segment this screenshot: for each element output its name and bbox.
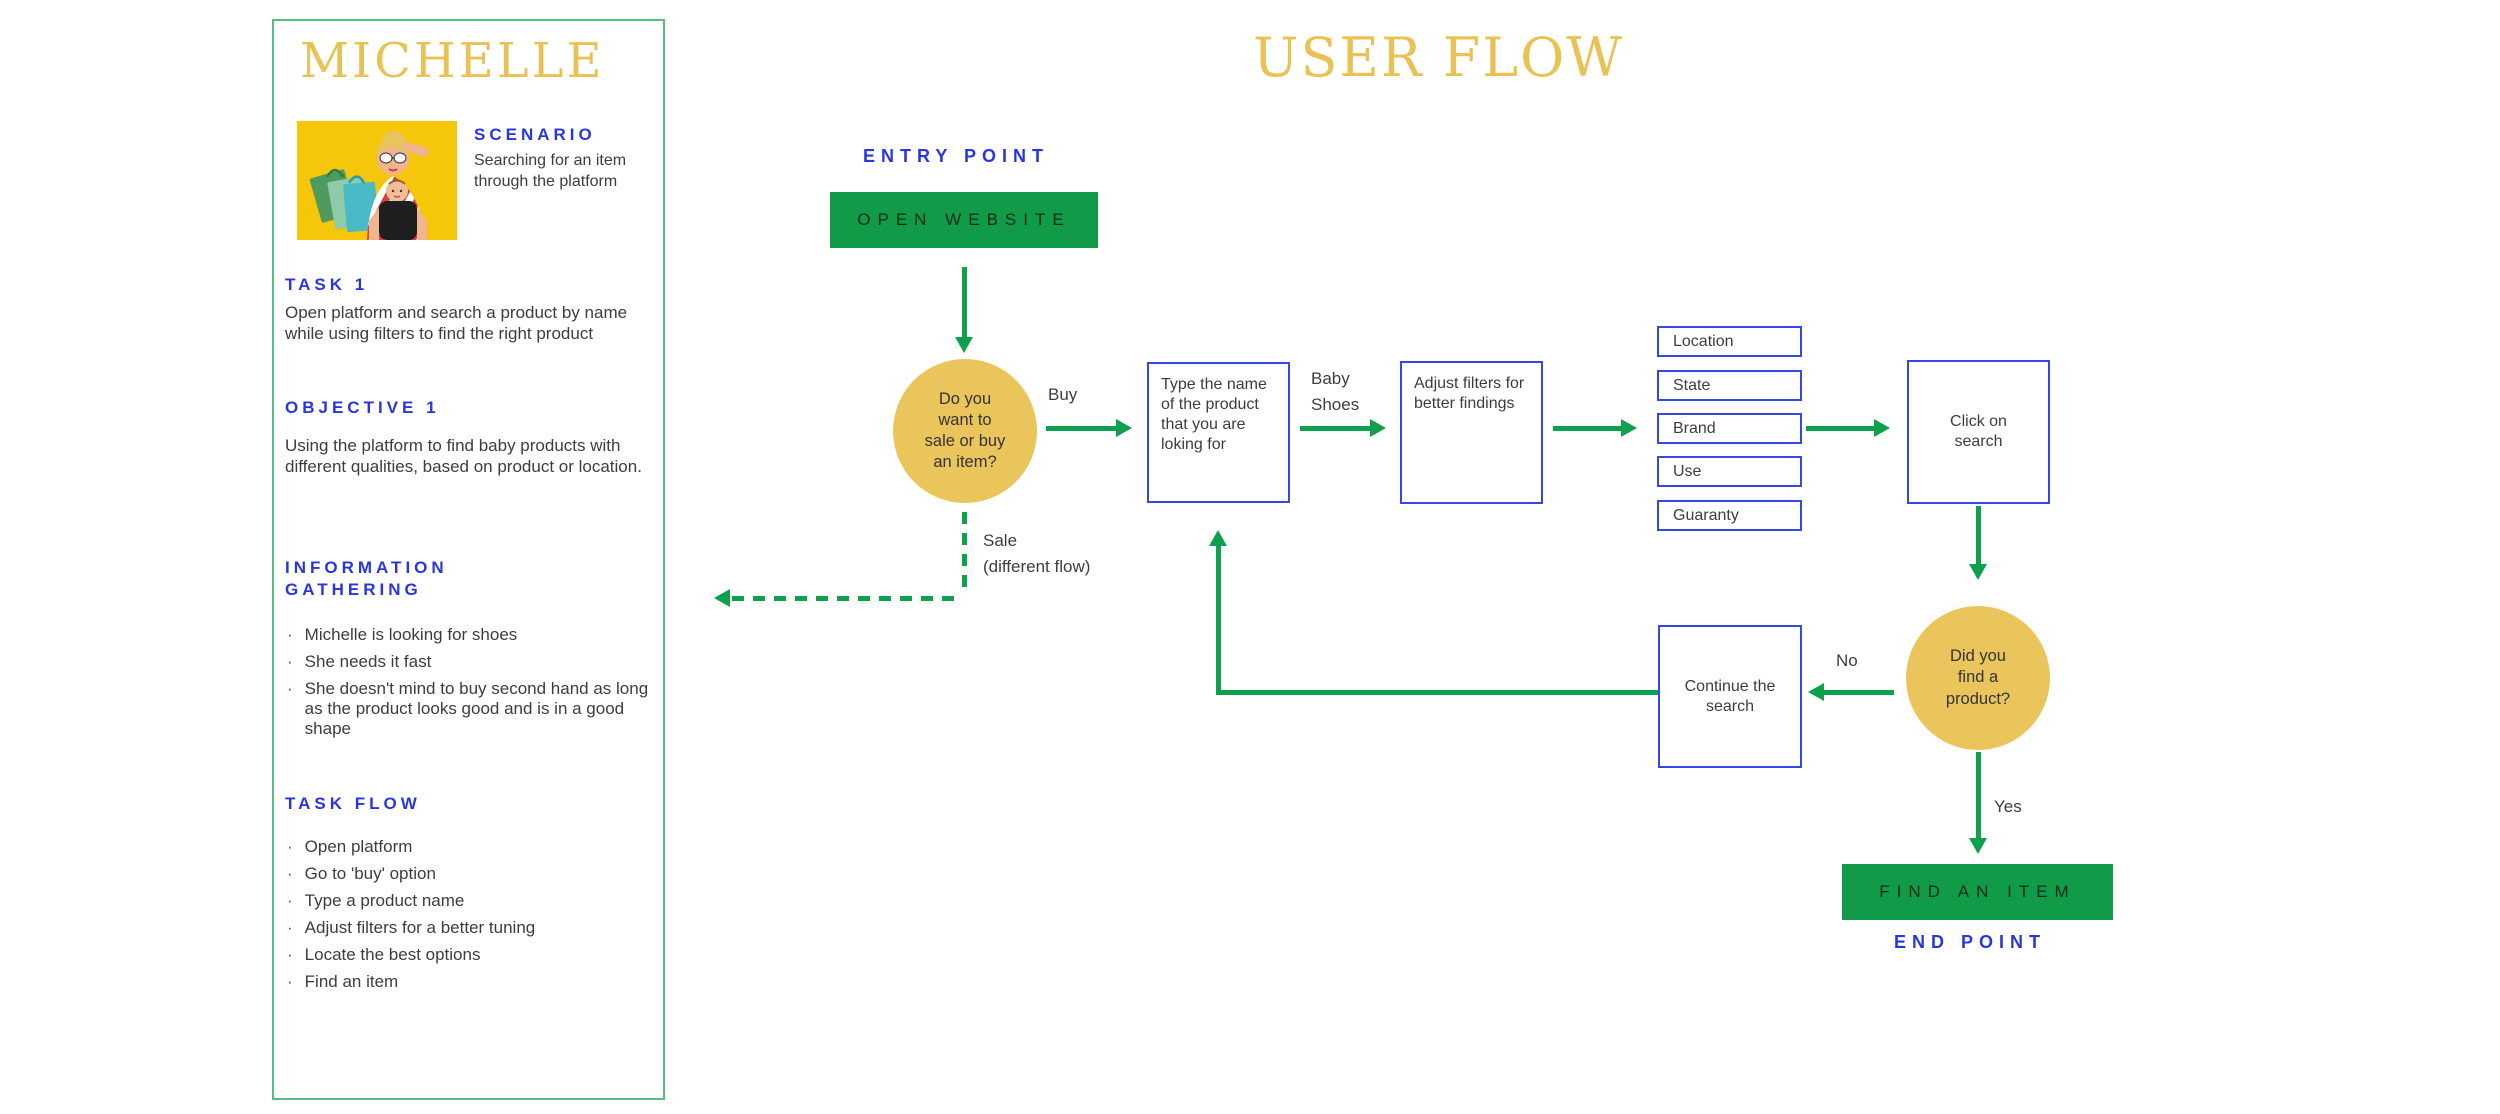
arrowhead-left-icon	[1808, 683, 1824, 701]
bullet-icon: ·	[287, 625, 293, 644]
list-item: · She doesn't mind to buy second hand as …	[285, 679, 661, 739]
arrow-line	[1976, 506, 1981, 564]
sale-edge-label: Sale (different flow)	[983, 531, 1091, 576]
list-item-text: Find an item	[304, 972, 399, 991]
arrowhead-right-icon	[1621, 419, 1637, 437]
shopping-bags-illustration	[309, 168, 379, 233]
objective1-text: Using the platform to find baby products…	[285, 436, 642, 476]
arrowhead-right-icon	[1370, 419, 1386, 437]
flow-title: USER FLOW	[1253, 26, 1624, 89]
list-item: · Michelle is looking for shoes	[285, 625, 661, 645]
click-on-search-box: Click on search	[1907, 360, 2050, 504]
arrow-line	[1216, 546, 1221, 695]
arrow-line	[1046, 426, 1116, 431]
list-item: · Go to 'buy' option	[285, 864, 661, 884]
list-item-text: Adjust filters for a better tuning	[304, 918, 536, 937]
entry-point-label: ENTRY POINT	[863, 146, 1050, 166]
persona-panel: MICHELLE	[272, 19, 665, 1100]
persona-name: MICHELLE	[300, 33, 605, 89]
bullet-icon: ·	[287, 918, 293, 937]
bullet-icon: ·	[287, 679, 293, 698]
click-on-search-text: Click on search	[1950, 413, 2007, 450]
bullet-icon: ·	[287, 837, 293, 856]
persona-photo	[297, 121, 457, 240]
type-product-name-box: Type the name of the product that you ar…	[1147, 362, 1290, 503]
arrow-line	[1806, 426, 1874, 431]
task-flow-list: · Open platform · Go to 'buy' option · Type…	[285, 837, 661, 999]
arrowhead-right-icon	[1116, 419, 1132, 437]
filter-box-state: State	[1657, 370, 1802, 401]
task1-heading: TASK 1	[285, 275, 369, 294]
arrow-line	[962, 267, 967, 337]
scenario-text: Searching for an item through the platfo…	[474, 152, 627, 190]
arrowhead-down-icon	[1969, 838, 1987, 854]
bullet-icon: ·	[287, 891, 293, 910]
adjust-filters-box: Adjust filters for better findings	[1400, 361, 1543, 504]
list-item: · Adjust filters for a better tuning	[285, 918, 661, 938]
task-flow-heading: TASK FLOW	[285, 794, 421, 813]
arrowhead-right-icon	[1874, 419, 1890, 437]
list-item: · Locate the best options	[285, 945, 661, 965]
list-item: · Open platform	[285, 837, 661, 857]
list-item-text: Type a product name	[304, 891, 465, 910]
arrow-line	[1300, 426, 1370, 431]
bullet-icon: ·	[287, 972, 293, 991]
list-item-text: Michelle is looking for shoes	[304, 625, 518, 644]
arrowhead-up-icon	[1209, 530, 1227, 546]
list-item: · She needs it fast	[285, 652, 661, 672]
continue-search-text: Continue the search	[1684, 677, 1776, 715]
list-item-text: Go to 'buy' option	[304, 864, 436, 883]
list-item-text: Open platform	[304, 837, 413, 856]
yes-edge-label: Yes	[1994, 797, 2022, 816]
baby-shoes-edge-label: Baby Shoes	[1311, 369, 1360, 414]
arrowhead-left-icon	[714, 589, 730, 607]
arrow-line	[1553, 426, 1621, 431]
end-point-label: END POINT	[1894, 932, 2047, 952]
arrow-line	[1218, 690, 1658, 695]
decision-sale-or-buy: Do you want to sale or buy an item?	[893, 359, 1037, 503]
information-gathering-heading: INFORMATION GATHERING	[285, 558, 448, 599]
arrow-line	[1976, 752, 1981, 838]
find-an-item-node: FIND AN ITEM	[1842, 864, 2113, 920]
list-item-text: She needs it fast	[304, 652, 432, 671]
bullet-icon: ·	[287, 864, 293, 883]
list-item-text: Locate the best options	[304, 945, 481, 964]
objective1-heading: OBJECTIVE 1	[285, 398, 440, 417]
information-gathering-list: · Michelle is looking for shoes · She need…	[285, 625, 661, 746]
arrow-line	[1824, 690, 1894, 695]
baby-illustration	[369, 179, 427, 240]
task1-text: Open platform and search a product by na…	[285, 303, 628, 343]
bullet-icon: ·	[287, 652, 293, 671]
filter-box-use: Use	[1657, 456, 1802, 487]
continue-search-box: Continue the search	[1658, 625, 1802, 768]
bullet-icon: ·	[287, 945, 293, 964]
list-item: · Type a product name	[285, 891, 661, 911]
buy-edge-label: Buy	[1048, 385, 1078, 404]
arrowhead-down-icon	[955, 337, 973, 353]
no-edge-label: No	[1836, 651, 1858, 670]
arrowhead-down-icon	[1969, 564, 1987, 580]
filter-box-brand: Brand	[1657, 413, 1802, 444]
open-website-node: OPEN WEBSITE	[830, 192, 1098, 248]
list-item-text: She doesn't mind to buy second hand as l…	[304, 679, 649, 738]
decision-found-product: Did you find a product?	[1906, 606, 2050, 750]
dashed-line	[962, 512, 967, 592]
filter-box-guaranty: Guaranty	[1657, 500, 1802, 531]
dashed-line	[732, 596, 963, 601]
filter-box-location: Location	[1657, 326, 1802, 357]
scenario-heading: SCENARIO	[474, 125, 596, 144]
list-item: · Find an item	[285, 972, 661, 992]
